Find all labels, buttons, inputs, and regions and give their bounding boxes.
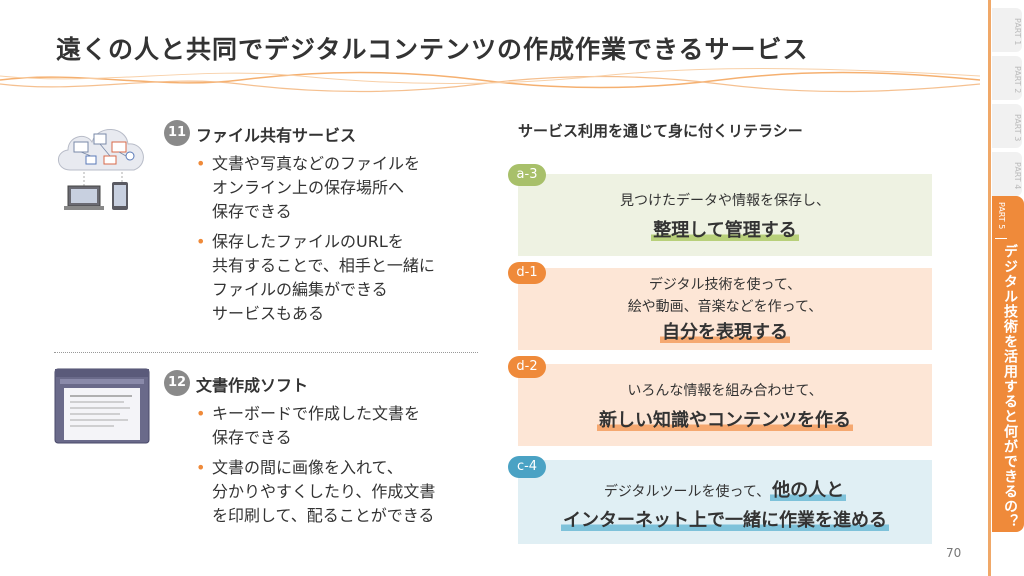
bullet-dot-icon: • [196, 232, 206, 251]
part-tab-3[interactable]: PART 3 [992, 104, 1022, 148]
literacy-tag-a3: a-3 [508, 164, 546, 186]
card-description: デジタルツールを使って、他の人と [603, 480, 847, 501]
cloud-sharing-illustration [58, 129, 144, 210]
part-tab-1[interactable]: PART 1 [992, 8, 1022, 52]
literacy-tag-c4: c-4 [508, 456, 546, 478]
list-item: •キーボードで作成した文書を 保存できる [196, 404, 421, 447]
bullet-dot-icon: • [196, 458, 206, 477]
literacy-tag-d1: d-1 [508, 262, 546, 284]
card-description: 見つけたデータや情報を保存し、 [620, 193, 830, 209]
card-emphasis: 整理して管理する [651, 220, 799, 241]
title-wave-decoration [0, 68, 980, 93]
document-software-bullets: •キーボードで作成した文書を 保存できる •文書の間に画像を入れて、 分かりやす… [194, 402, 484, 534]
card-emphasis: 自分を表現する [660, 322, 790, 343]
document-software-illustration [54, 368, 150, 444]
sidebar-line [988, 0, 991, 576]
part-tab-5-active[interactable]: PART 5 デジタル技術を活用すると何ができるの？ [992, 196, 1024, 532]
part-5-title: デジタル技術を活用すると何ができるの？ [1002, 244, 1018, 529]
section-number-badge: 12 [164, 370, 190, 396]
list-item: •文書や写真などのファイルを オンライン上の保存場所へ 保存できる [196, 154, 421, 221]
card-description: デジタル技術を使って、 [648, 277, 802, 293]
literacy-card-c4: デジタルツールを使って、他の人と インターネット上で一緒に作業を進める [518, 460, 932, 544]
card-emphasis: インターネット上で一緒に作業を進める [561, 510, 889, 531]
literacy-tag-d2: d-2 [508, 356, 546, 378]
card-description: いろんな情報を組み合わせて、 [627, 383, 823, 399]
list-item: •保存したファイルのURLを 共有することで、相手と一緒に ファイルの編集ができ… [196, 232, 435, 323]
part-tab-2[interactable]: PART 2 [992, 56, 1022, 100]
part-5-divider [995, 238, 1007, 239]
section-number-badge: 11 [164, 120, 190, 146]
bullet-dot-icon: • [196, 404, 206, 423]
bullet-dot-icon: • [196, 154, 206, 173]
card-emphasis: 新しい知識やコンテンツを作る [597, 410, 853, 431]
section-divider [54, 352, 478, 353]
literacy-card-a3: 見つけたデータや情報を保存し、 整理して管理する [518, 174, 932, 256]
part-5-label: PART 5 [997, 202, 1006, 230]
literacy-card-d2: いろんな情報を組み合わせて、 新しい知識やコンテンツを作る [518, 364, 932, 446]
literacy-heading: サービス利用を通じて身に付くリテラシー [518, 122, 803, 140]
section-title-document-software: 文書作成ソフト [196, 376, 309, 395]
page-title: 遠くの人と共同でデジタルコンテンツの作成作業できるサービス [56, 35, 809, 64]
part-tab-4[interactable]: PART 4 [992, 152, 1022, 196]
card-description-2: 絵や動画、音楽などを作って、 [627, 299, 823, 315]
section-title-file-sharing: ファイル共有サービス [196, 126, 357, 145]
file-sharing-bullets: •文書や写真などのファイルを オンライン上の保存場所へ 保存できる •保存したフ… [194, 152, 484, 332]
part-sidebar: PART 1 PART 2 PART 3 PART 4 PART 5 デジタル技… [986, 0, 1024, 576]
literacy-card-d1: デジタル技術を使って、 絵や動画、音楽などを作って、 自分を表現する [518, 268, 932, 350]
page-number: 70 [946, 546, 962, 560]
list-item: •文書の間に画像を入れて、 分かりやすくしたり、作成文書 を印刷して、配ることが… [196, 458, 436, 525]
